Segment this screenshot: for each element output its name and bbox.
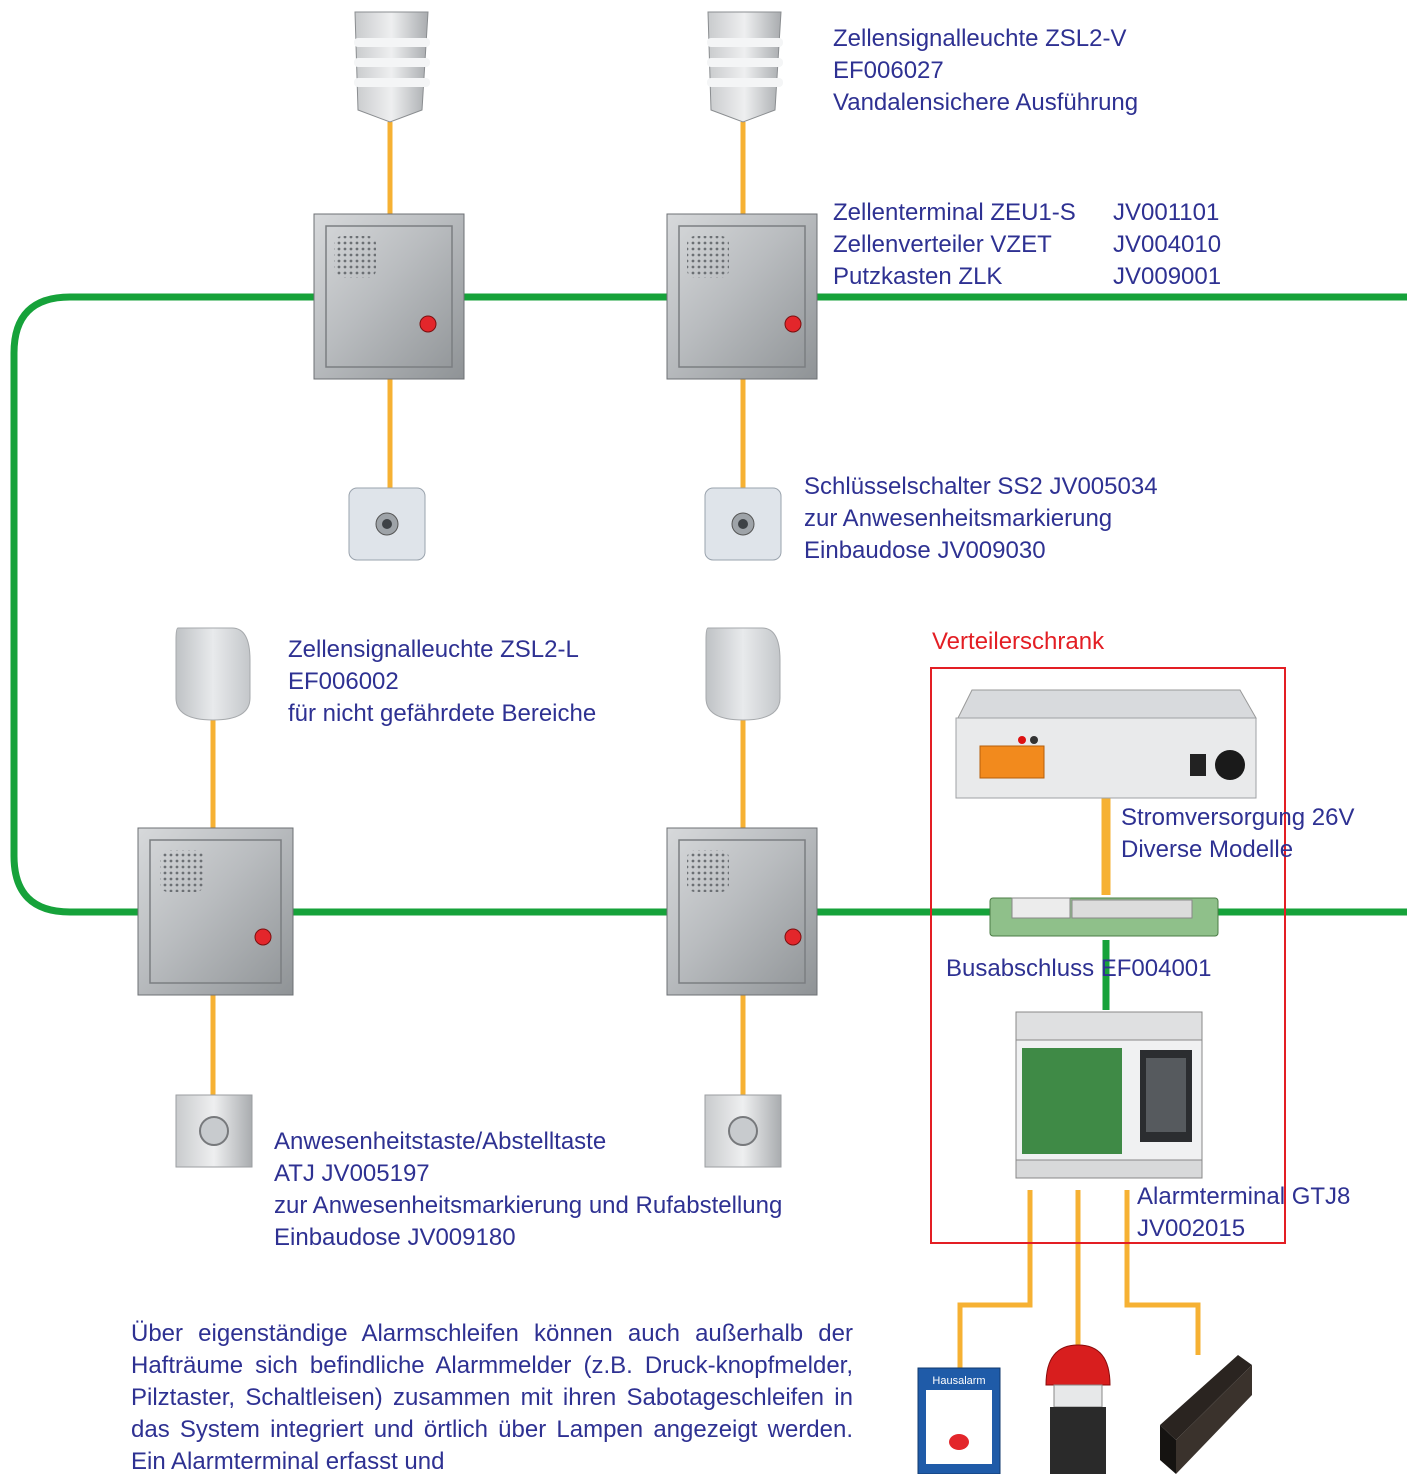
label-zeu-name-1: Zellenterminal ZEU1-S bbox=[833, 199, 1076, 226]
label-zeu-code-2: JV004010 bbox=[1113, 231, 1222, 258]
label-ss2-line3: Einbaudose JV009030 bbox=[804, 537, 1046, 564]
label-strom-line2: Diverse Modelle bbox=[1121, 836, 1294, 863]
cell-terminal-icon bbox=[137, 827, 294, 996]
label-zeu-code-3: JV009001 bbox=[1113, 263, 1222, 290]
label-atj: Anwesenheitstaste/Abstelltaste ATJ JV005… bbox=[274, 1126, 782, 1254]
label-alarmterminal: Alarmterminal GTJ8 JV002015 bbox=[1137, 1181, 1350, 1245]
cell-terminal-icon bbox=[313, 213, 465, 380]
label-zsl2-v: Zellensignalleuchte ZSL2-V EF006027 Vand… bbox=[833, 23, 1138, 119]
label-atj-line4: Einbaudose JV009180 bbox=[274, 1224, 516, 1251]
presence-button-icon bbox=[175, 1094, 253, 1168]
presence-button-icon bbox=[704, 1094, 782, 1168]
signal-lamp-vandal-icon bbox=[354, 11, 430, 123]
label-verteilerschrank: Verteilerschrank bbox=[932, 628, 1105, 655]
bus-line bbox=[10, 293, 1407, 1010]
label-zsl2-v-note: Vandalensichere Ausführung bbox=[833, 89, 1139, 116]
power-supply-icon bbox=[955, 689, 1257, 799]
label-ss2-line2: zur Anwesenheitsmarkierung bbox=[804, 505, 1113, 532]
mushroom-button-icon bbox=[1045, 1344, 1111, 1474]
signal-lamp-vandal-icon bbox=[707, 11, 783, 123]
label-zsl2-v-code: EF006027 bbox=[833, 57, 944, 84]
distribution-cabinet-frame bbox=[930, 667, 1286, 1244]
key-switch-icon bbox=[704, 487, 782, 561]
description-paragraph: Über eigenständige Alarmschleifen können… bbox=[131, 1320, 853, 1475]
label-atj-line1: Anwesenheitstaste/Abstelltaste bbox=[274, 1128, 607, 1155]
label-strom-line1: Stromversorgung 26V bbox=[1121, 804, 1355, 831]
label-zsl2-l: Zellensignalleuchte ZSL2-L EF006002 für … bbox=[288, 634, 596, 730]
label-busabschluss: Busabschluss EF004001 bbox=[946, 955, 1212, 982]
label-zsl2-l-name: Zellensignalleuchte ZSL2-L bbox=[288, 636, 579, 663]
label-stromversorgung: Stromversorgung 26V Diverse Modelle bbox=[1121, 802, 1354, 866]
label-atj-line3: zur Anwesenheitsmarkierung und Rufabstel… bbox=[274, 1192, 783, 1219]
bus-terminator-icon bbox=[989, 897, 1219, 937]
alarm-terminal-icon bbox=[1015, 1011, 1203, 1179]
label-alarm-line2: JV002015 bbox=[1137, 1215, 1246, 1242]
label-zeu-name-2: Zellenverteiler VZET bbox=[833, 231, 1052, 258]
svg-text:Hausalarm: Hausalarm bbox=[932, 1375, 985, 1387]
key-switch-icon bbox=[348, 487, 426, 561]
label-zsl2-l-note: für nicht gefährdete Bereiche bbox=[288, 700, 597, 727]
label-atj-line2: ATJ JV005197 bbox=[274, 1160, 430, 1187]
label-zeu: Zellenterminal ZEU1-S JV001101 Zellenver… bbox=[833, 197, 1221, 293]
label-zeu-code-1: JV001101 bbox=[1113, 199, 1220, 226]
wires bbox=[210, 122, 1201, 1368]
label-zsl2-v-name: Zellensignalleuchte ZSL2-V bbox=[833, 25, 1127, 52]
house-alarm-callpoint-icon: Hausalarm bbox=[917, 1367, 1001, 1474]
signal-lamp-dome-icon bbox=[175, 627, 251, 721]
label-ss2-line1: Schlüsselschalter SS2 JV005034 bbox=[804, 473, 1158, 500]
cell-terminal-icon bbox=[666, 213, 818, 380]
label-ss2: Schlüsselschalter SS2 JV005034 zur Anwes… bbox=[804, 471, 1158, 567]
label-zsl2-l-code: EF006002 bbox=[288, 668, 399, 695]
label-zeu-name-3: Putzkasten ZLK bbox=[833, 263, 1003, 290]
safety-edge-icon bbox=[1160, 1355, 1252, 1474]
signal-lamp-dome-icon bbox=[705, 627, 781, 721]
cell-terminal-icon bbox=[666, 827, 818, 996]
label-alarm-line1: Alarmterminal GTJ8 bbox=[1137, 1183, 1351, 1210]
